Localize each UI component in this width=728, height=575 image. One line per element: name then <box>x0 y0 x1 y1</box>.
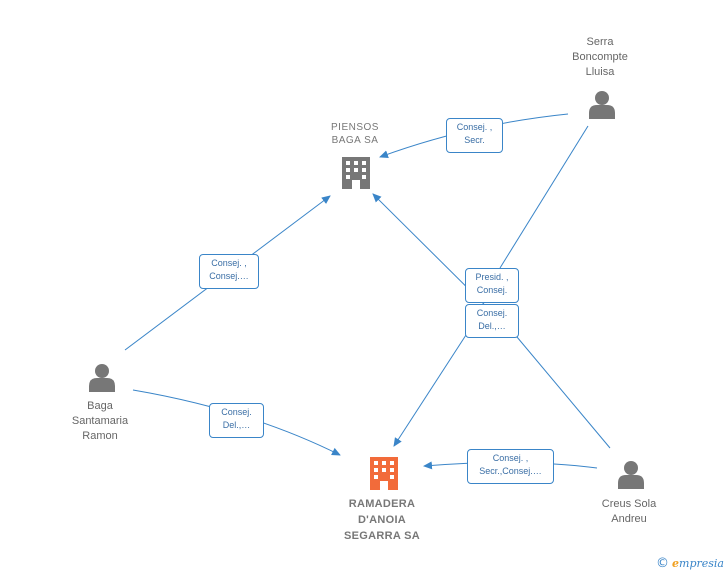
copyright-icon: © <box>656 556 670 571</box>
edge-label-creus-ramadera: Consej. , Secr.,Consej.… <box>467 449 554 484</box>
brand-logo-text: mpresia <box>679 557 724 570</box>
node-label-baga[interactable]: Baga Santamaria Ramon <box>71 400 129 442</box>
edge-label-presid: Presid. , Consej. <box>465 268 519 303</box>
node-label-piensos[interactable]: PIENSOS BAGA SA <box>331 122 379 146</box>
brand-footer: ©empresia <box>656 556 724 571</box>
node-label-serra[interactable]: Serra Boncompte Lluisa <box>572 36 628 78</box>
edge-mid-ramadera <box>393 334 467 447</box>
edge-label-baga-piensos: Consej. , Consej.… <box>199 254 259 289</box>
person-icon-creus <box>618 461 644 489</box>
person-icon-baga <box>89 364 115 392</box>
brand-logo-e: e <box>672 557 680 570</box>
person-icon-serra <box>589 91 615 119</box>
node-label-creus[interactable]: Creus Sola Andreu <box>601 498 657 525</box>
building-icon <box>342 157 370 189</box>
edge-label-baga-ramadera: Consej. Del.,… <box>209 403 264 438</box>
node-label-ramadera[interactable]: RAMADERA D'ANOIA SEGARRA SA <box>344 498 420 542</box>
edge-label-consej-del-mid: Consej. Del.,… <box>465 304 519 338</box>
building-main-icon <box>370 457 398 490</box>
edge-label-serra-piensos: Consej. , Secr. <box>446 118 503 153</box>
edge-serra-ramadera <box>499 125 589 269</box>
